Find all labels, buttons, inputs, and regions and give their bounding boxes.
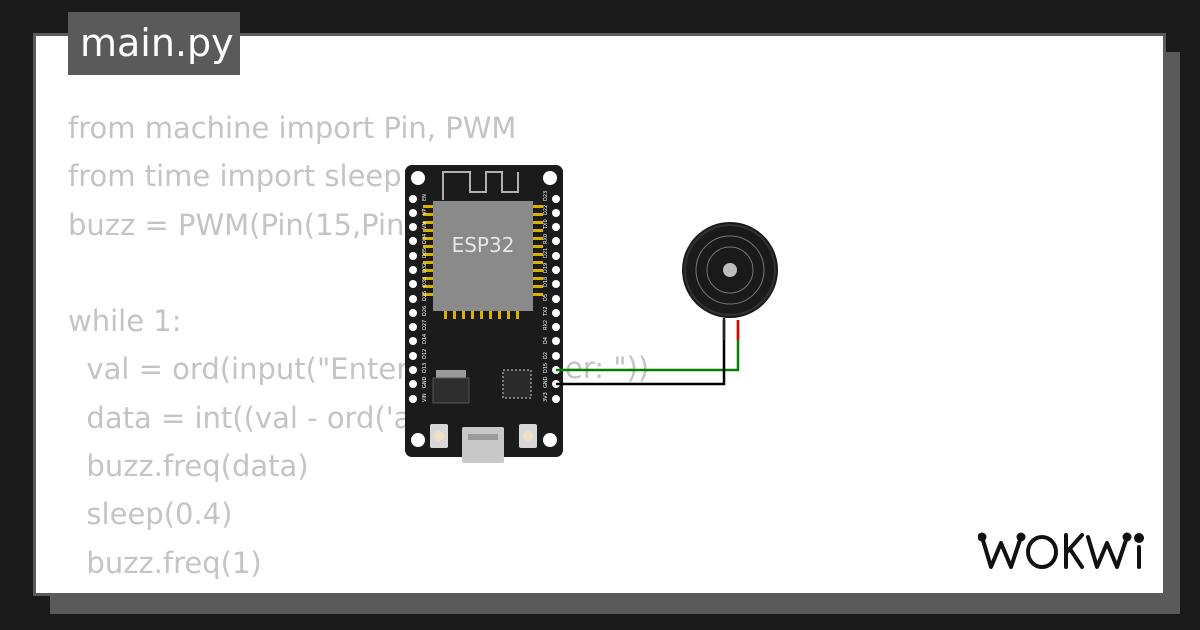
svg-text:D21: D21 (543, 248, 549, 258)
file-tab[interactable]: main.py (68, 12, 240, 75)
usb-chip (502, 369, 532, 399)
code-line: from machine import Pin, PWM (68, 111, 517, 145)
svg-text:GND: GND (543, 376, 549, 388)
mounting-hole (543, 433, 557, 447)
module-pads (423, 205, 543, 319)
svg-text:D14: D14 (422, 334, 428, 344)
antenna-trace (442, 171, 519, 200)
mounting-hole (543, 171, 557, 185)
code-line: sleep(0.4) (68, 497, 233, 532)
svg-text:RX0: RX0 (543, 234, 549, 244)
svg-text:VP: VP (422, 209, 428, 215)
code-line: buzz.freq(data) (68, 449, 309, 484)
svg-text:D35: D35 (422, 248, 428, 258)
esp32-module (433, 201, 533, 311)
svg-text:D26: D26 (422, 306, 428, 316)
svg-text:D4: D4 (543, 337, 549, 344)
svg-text:D23: D23 (543, 191, 549, 201)
boot-button[interactable] (430, 424, 448, 448)
wires[interactable] (556, 318, 740, 386)
code-line-tail: er: ")) (565, 351, 649, 385)
svg-text:D12: D12 (422, 349, 428, 359)
svg-text:D34: D34 (422, 234, 428, 244)
usb-port (462, 427, 504, 463)
mounting-hole (411, 433, 425, 447)
svg-text:VN: VN (422, 222, 428, 229)
svg-text:TX2: TX2 (543, 306, 549, 317)
svg-text:D25: D25 (422, 291, 428, 301)
code-line: val = ord(input("Enter (68, 352, 409, 387)
header-pins[interactable] (409, 195, 560, 403)
svg-text:D33: D33 (422, 277, 428, 287)
ground-wire[interactable] (556, 320, 726, 386)
svg-text:RX2: RX2 (543, 320, 549, 330)
svg-text:D15: D15 (543, 363, 549, 373)
code-editor: from machine import Pin, PWM from time im… (68, 104, 516, 587)
svg-text:D5: D5 (543, 294, 549, 301)
svg-text:D22: D22 (543, 205, 549, 215)
wokwi-logo (978, 532, 1144, 569)
svg-text:D27: D27 (422, 320, 428, 330)
svg-text:D2: D2 (543, 352, 549, 359)
preview-card (33, 33, 1166, 596)
svg-text:D19: D19 (543, 263, 549, 273)
mounting-hole (411, 171, 425, 185)
file-tab-label: main.py (80, 21, 234, 65)
svg-text:3V3: 3V3 (543, 392, 549, 402)
piezo-buzzer[interactable] (682, 222, 778, 318)
code-line: buzz.freq(1) (68, 545, 262, 580)
code-line: data = int((val - ord('a (68, 400, 412, 435)
svg-text:D32: D32 (422, 263, 428, 273)
svg-text:D13: D13 (422, 363, 428, 373)
code-line: while 1: (68, 304, 182, 339)
voltage-regulator (432, 370, 470, 404)
chip-label: ESP32 (452, 233, 515, 257)
svg-text:D18: D18 (543, 277, 549, 287)
svg-text:EN: EN (422, 194, 428, 201)
reset-button[interactable] (519, 424, 537, 448)
svg-text:TX0: TX0 (543, 219, 549, 230)
esp32-board[interactable]: ESP32 (405, 165, 563, 463)
pin-labels: EN VP VN D34 D35 D32 D33 D25 D26 D27 D14… (422, 191, 549, 402)
code-line: from time import sleep (68, 159, 402, 194)
svg-text:GND: GND (422, 376, 428, 388)
code-line: buzz = PWM(Pin(15,Pin (68, 207, 405, 242)
svg-text:VIN: VIN (422, 393, 428, 402)
